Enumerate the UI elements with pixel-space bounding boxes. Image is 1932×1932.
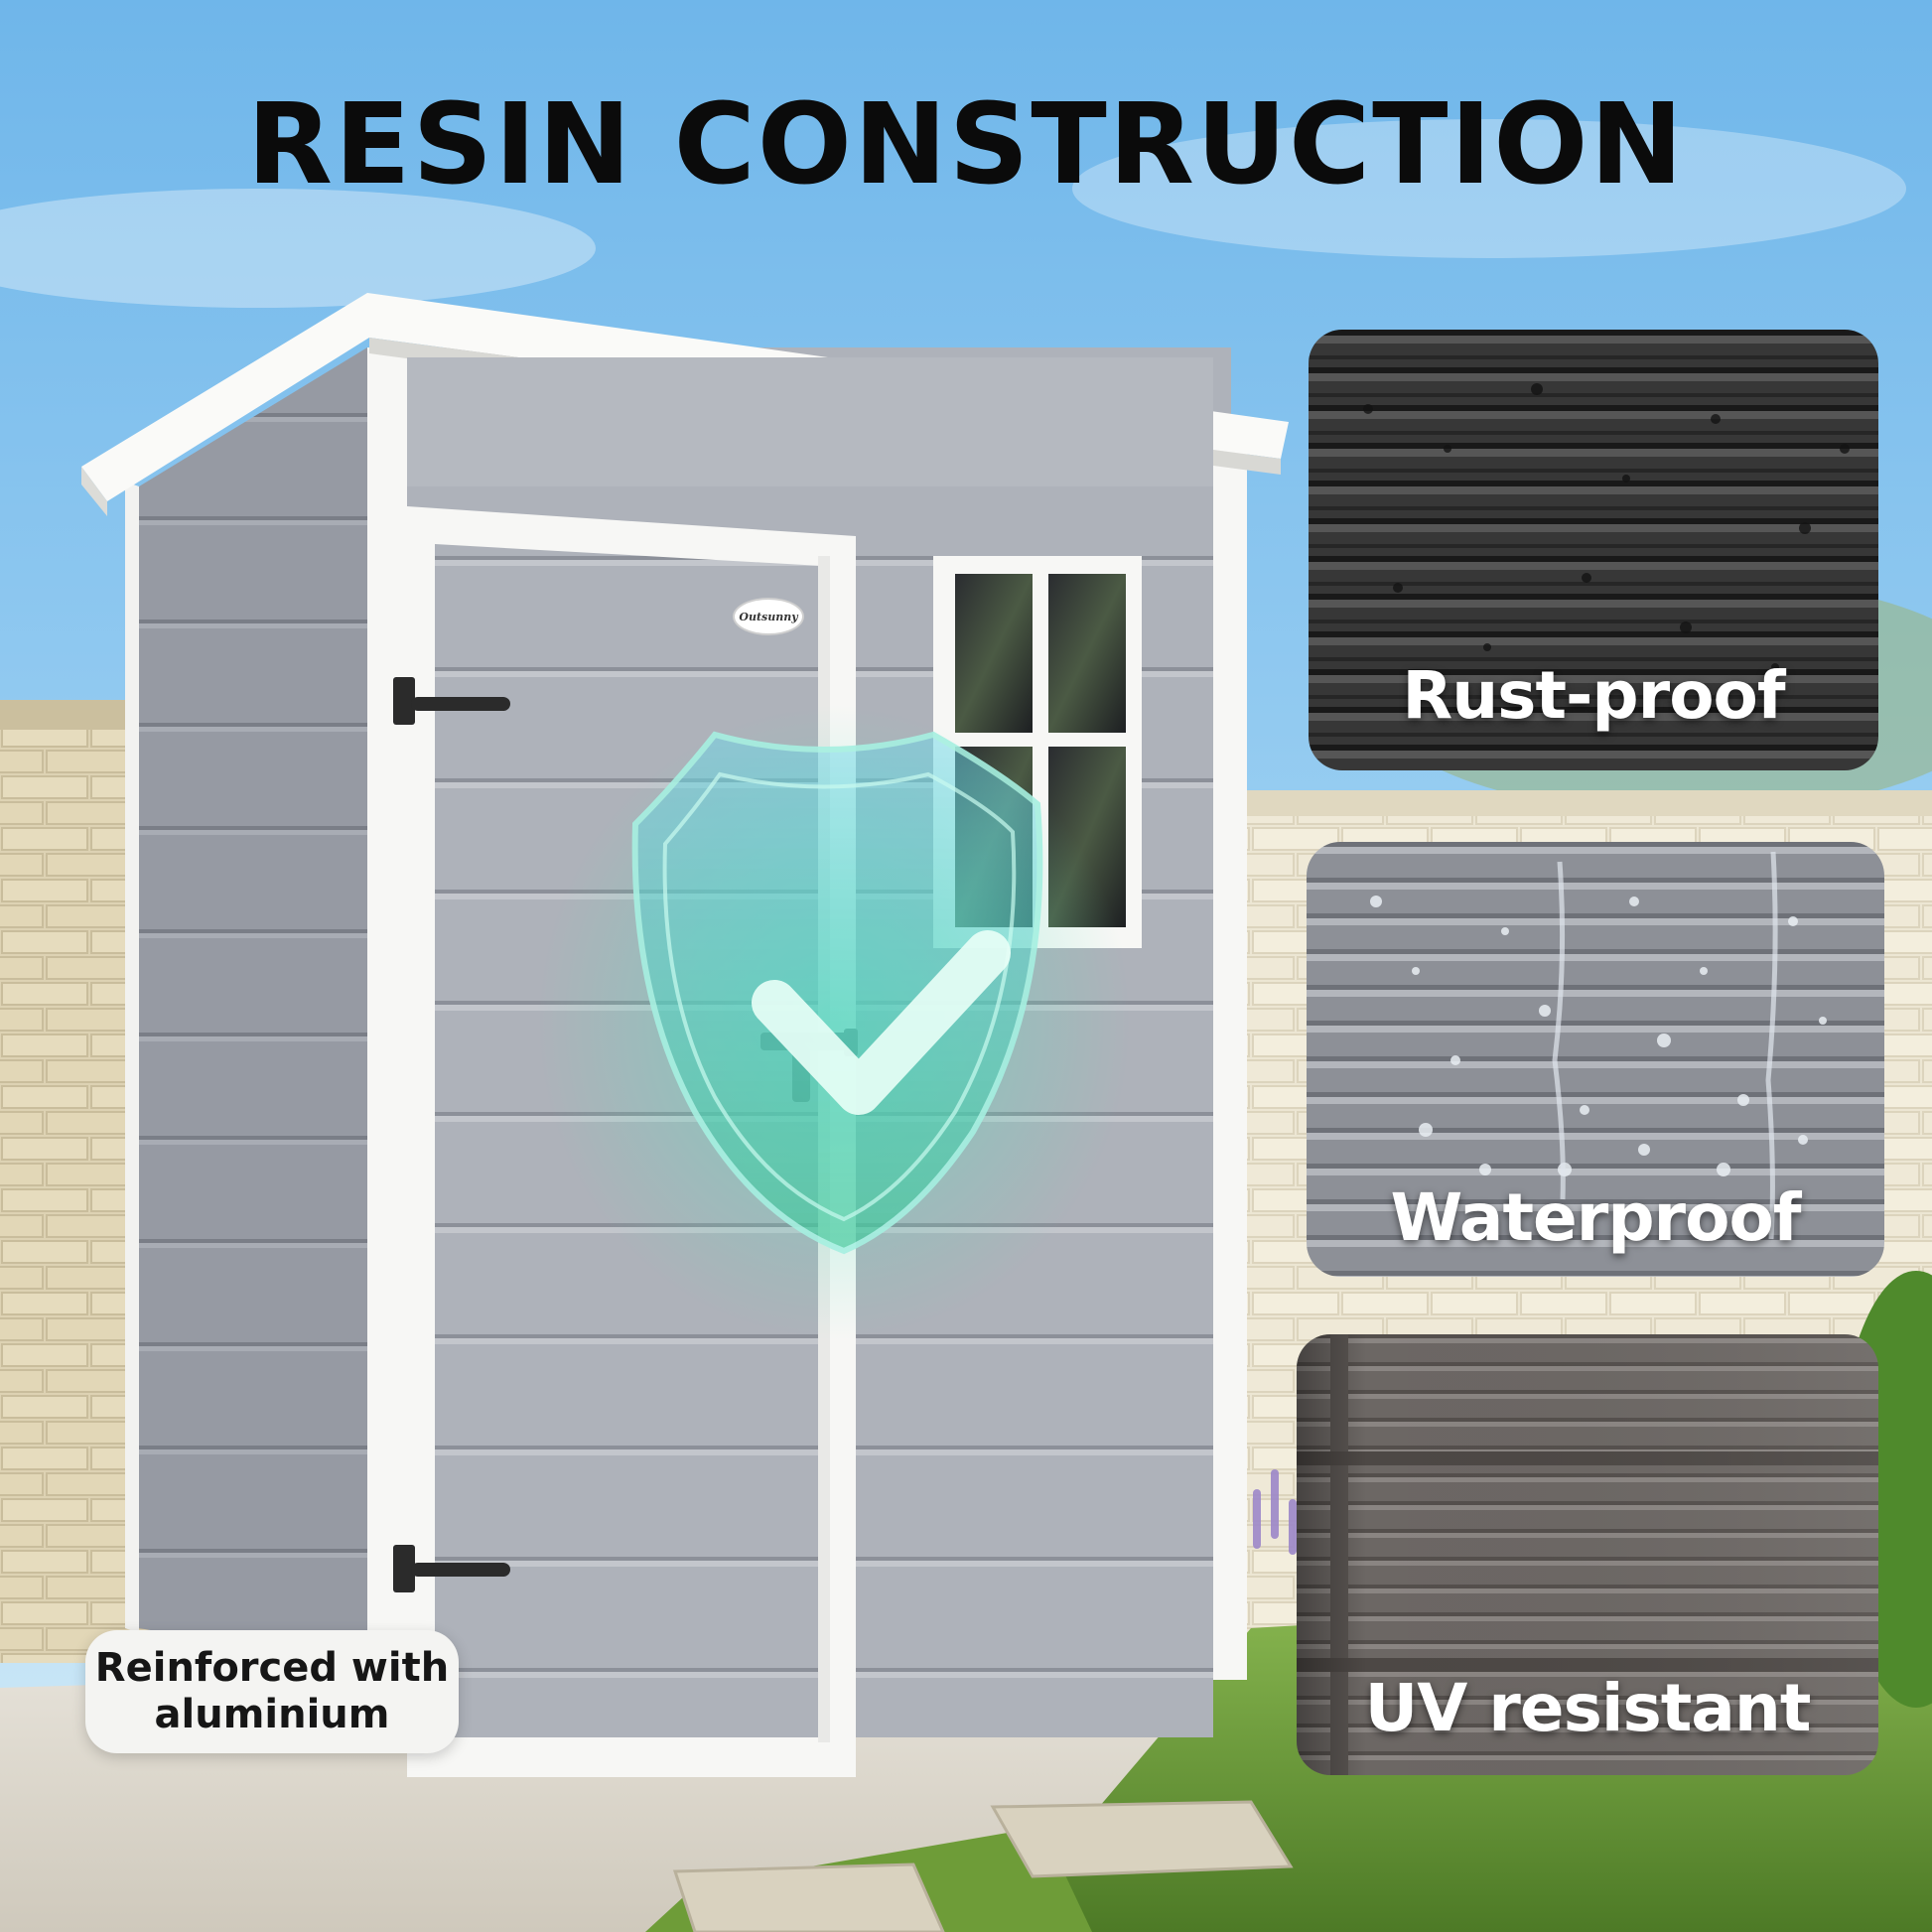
reinforced-aluminium-badge: Reinforced with aluminium	[85, 1630, 459, 1753]
brand-logo: Outsunny	[733, 598, 804, 635]
feature-panel-rust-proof: Rust-proof	[1309, 330, 1878, 770]
feature-panel-uv-resistant: UV resistant	[1297, 1334, 1878, 1775]
feature-label: Rust-proof	[1402, 657, 1785, 734]
feature-label: Waterproof	[1390, 1179, 1801, 1256]
rust-texture-swatch	[1309, 330, 1878, 770]
page-title: RESIN CONSTRUCTION	[246, 80, 1686, 209]
uv-texture-swatch	[1297, 1334, 1878, 1775]
badge-line-1: Reinforced with	[94, 1644, 450, 1691]
feature-label: UV resistant	[1364, 1670, 1812, 1746]
water-droplets-swatch	[1307, 842, 1884, 1277]
feature-panel-waterproof: Waterproof	[1307, 842, 1884, 1277]
badge-line-2: aluminium	[154, 1692, 390, 1737]
